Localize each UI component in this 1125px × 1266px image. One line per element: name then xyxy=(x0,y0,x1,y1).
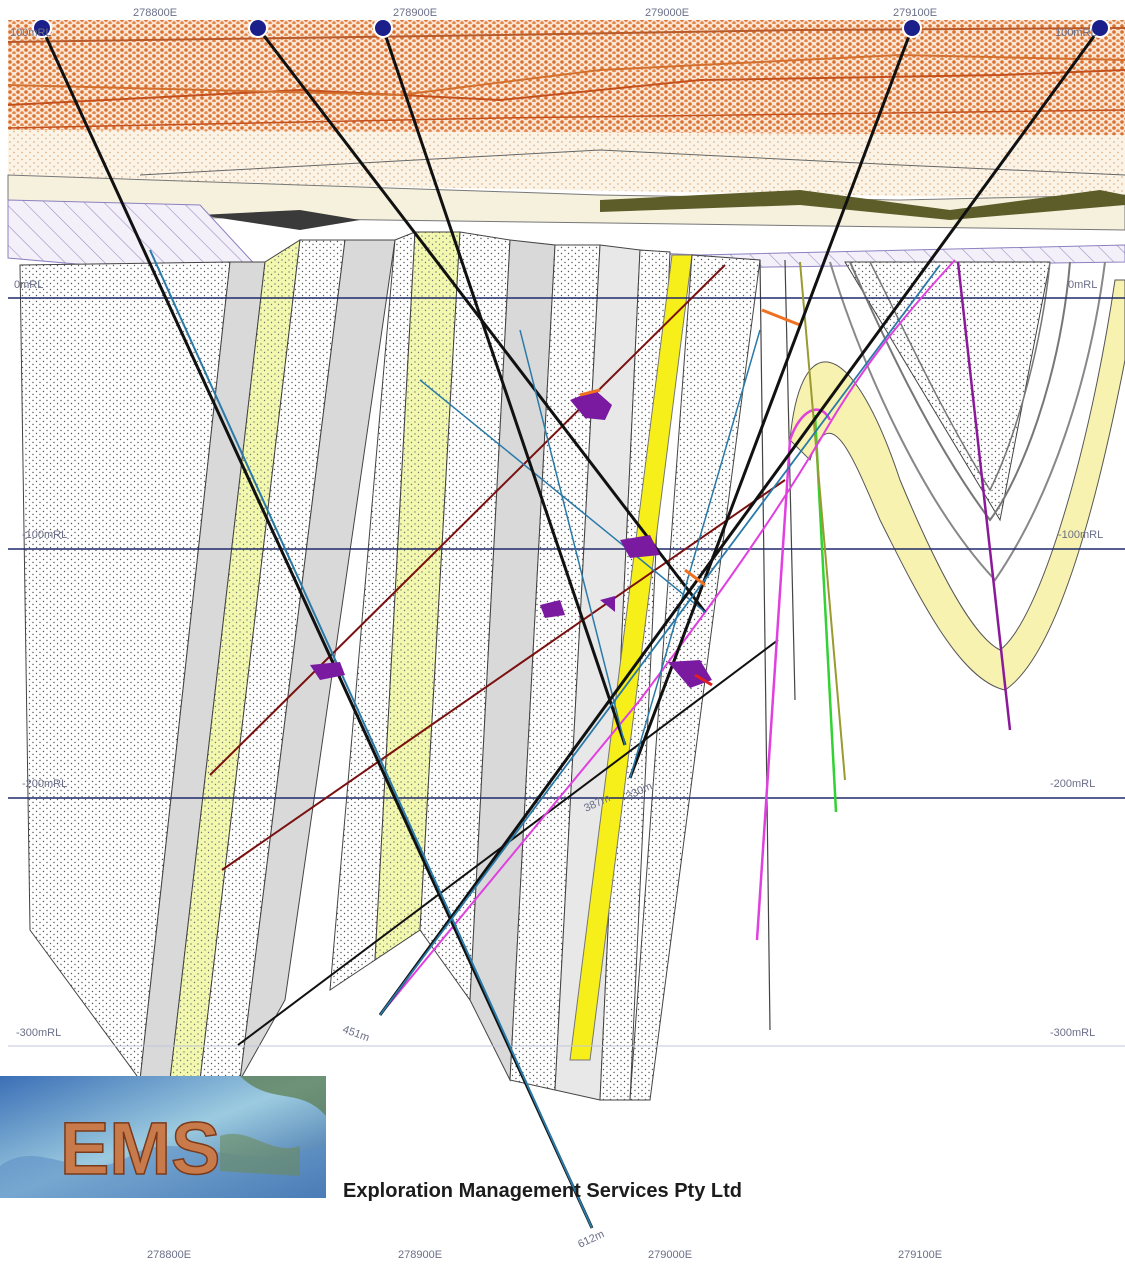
rl-label: 0mRL xyxy=(1068,279,1097,291)
rl-label: -200mRL xyxy=(1050,778,1095,790)
depth-label: 451m xyxy=(341,1024,371,1045)
rl-label: -300mRL xyxy=(16,1027,61,1039)
rl-label: 0mRL xyxy=(14,279,43,291)
easting-labels-bottom: 278800E 278900E 279000E 279100E xyxy=(147,1249,942,1261)
rl-label: 100mRL xyxy=(1055,27,1097,39)
ems-logo: EMS xyxy=(0,1076,326,1198)
easting-label: 278900E xyxy=(398,1249,442,1261)
company-name: Exploration Management Services Pty Ltd xyxy=(343,1180,742,1202)
easting-label: 279000E xyxy=(648,1249,692,1261)
collar-marker xyxy=(373,18,393,38)
rl-label: -200mRL xyxy=(22,778,67,790)
depth-label: 612m xyxy=(576,1228,606,1251)
easting-label: 279000E xyxy=(645,7,689,19)
rl-label: 100mRL xyxy=(10,27,52,39)
collar-marker xyxy=(1090,18,1110,38)
syncline xyxy=(789,261,1125,691)
easting-label: 279100E xyxy=(898,1249,942,1261)
rl-label: -100mRL xyxy=(1058,529,1103,541)
svg-text:EMS: EMS xyxy=(60,1107,220,1190)
drillholes xyxy=(32,18,1110,1229)
easting-label: 278800E xyxy=(133,7,177,19)
collar-marker xyxy=(32,18,52,38)
easting-label: 278900E xyxy=(393,7,437,19)
cover-sequence xyxy=(7,20,1125,281)
easting-labels-top: 278800E 278900E 279000E 279100E xyxy=(133,7,937,19)
easting-label: 278800E xyxy=(147,1249,191,1261)
easting-label: 279100E xyxy=(893,7,937,19)
collar-marker xyxy=(248,18,268,38)
collar-marker xyxy=(902,18,922,38)
intercepts xyxy=(310,388,713,688)
rl-labels: 0mRL -100mRL -200mRL -300mRL 0mRL -100mR… xyxy=(14,279,1103,1039)
rl-label: -300mRL xyxy=(1050,1027,1095,1039)
basement-units xyxy=(19,231,796,1101)
interpretation-traces xyxy=(209,259,1012,1046)
rl-label: -100mRL xyxy=(22,529,67,541)
